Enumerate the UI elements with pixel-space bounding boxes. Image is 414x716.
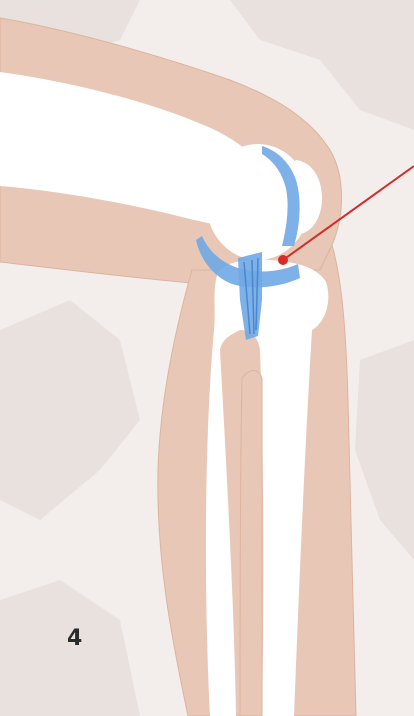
page-number: 4 — [67, 626, 82, 651]
callout-marker-dot — [278, 255, 288, 265]
fibula-gap — [240, 371, 262, 716]
texture-patch — [355, 340, 414, 560]
texture-patch — [0, 300, 140, 520]
